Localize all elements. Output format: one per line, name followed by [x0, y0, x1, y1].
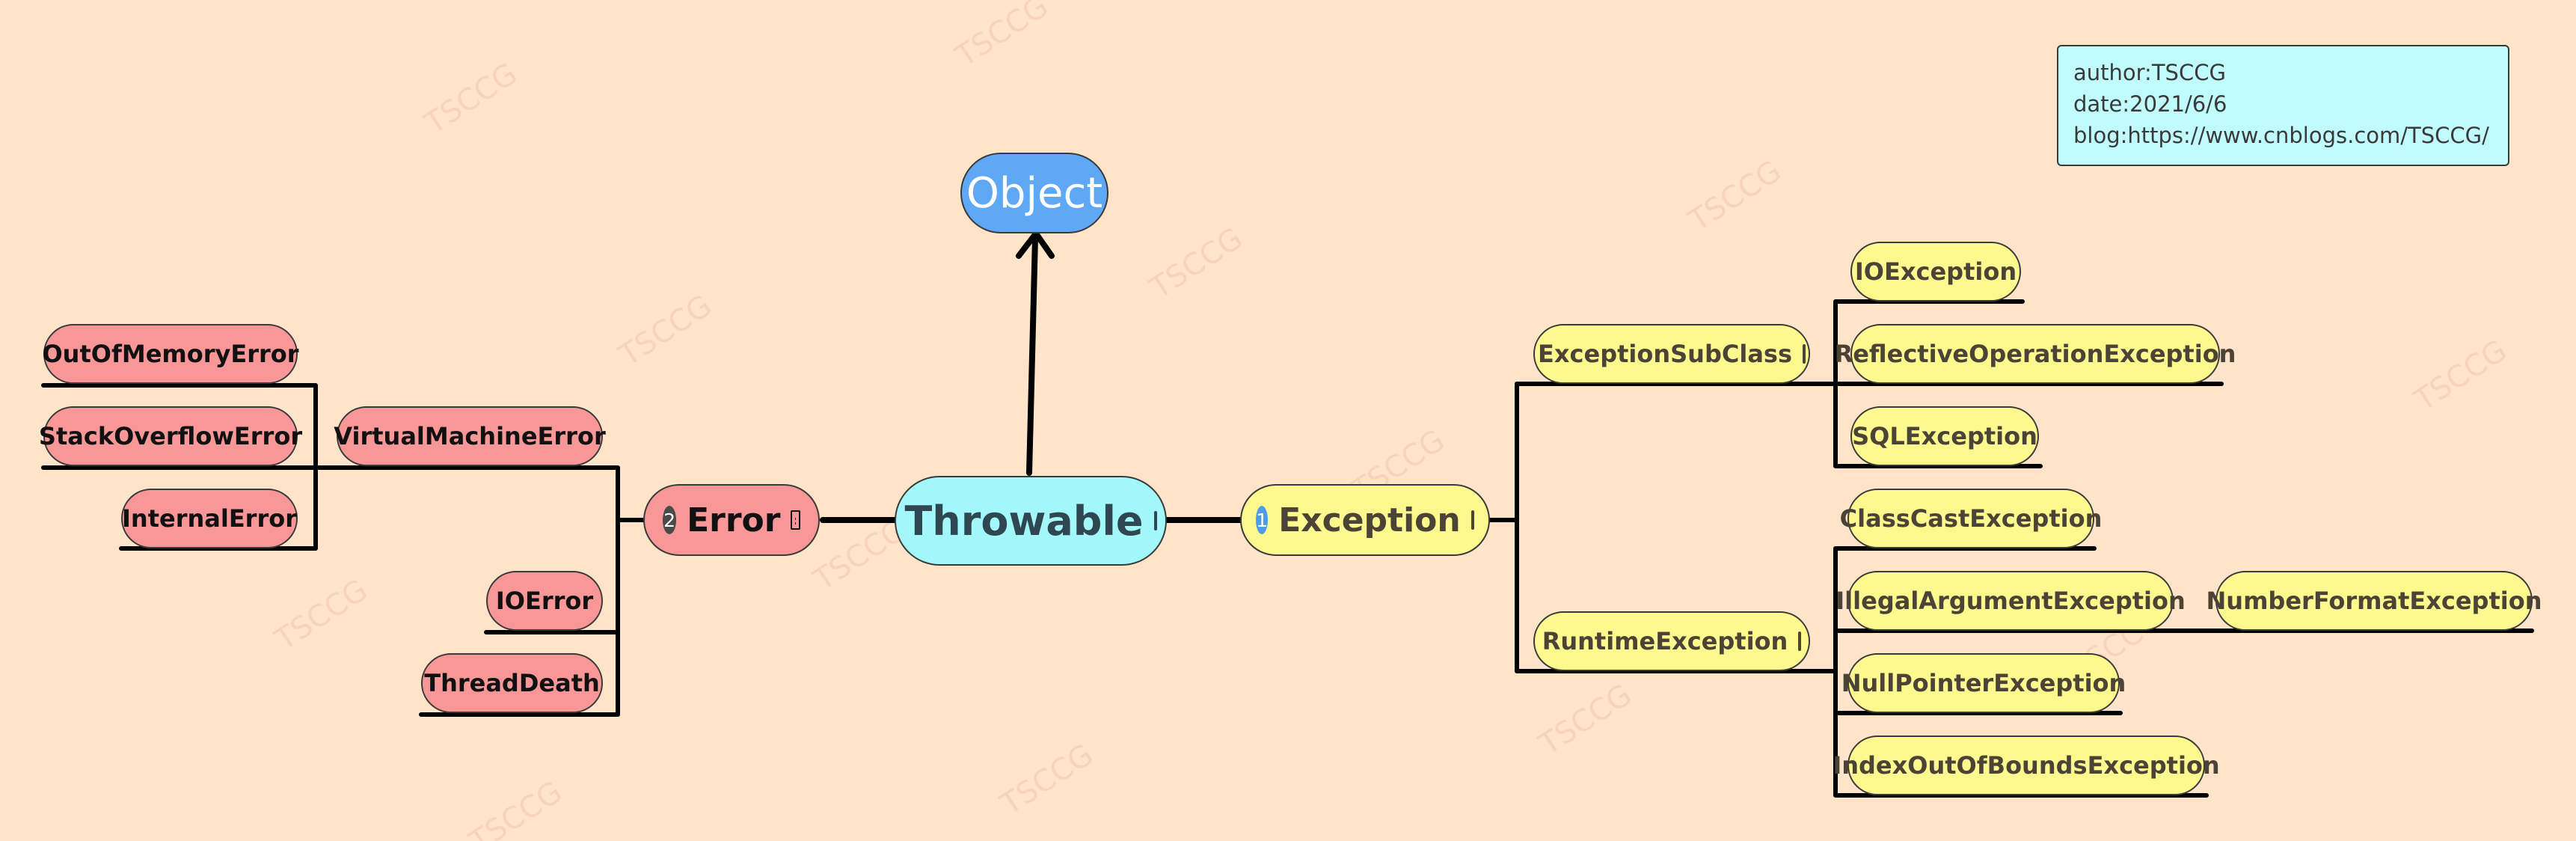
runtime-bracket: [1833, 546, 2534, 798]
object-arrow-shaft: [1026, 235, 1038, 476]
object-node[interactable]: Object: [960, 153, 1108, 233]
thread-death-node[interactable]: ThreadDeath: [421, 653, 603, 713]
io-exception-node[interactable]: IOException: [1850, 242, 2021, 302]
author-text: author:TSCCG: [2073, 60, 2226, 85]
error-bracket: [334, 465, 645, 717]
priority-2-icon: 2: [663, 506, 677, 534]
vme-bracket: [41, 383, 339, 551]
reflective-operation-exception-label: ReflectiveOperationException: [1834, 340, 2236, 368]
number-format-exception-label: NumberFormatException: [2206, 587, 2542, 615]
stack-overflow-error-label: StackOverflowError: [38, 422, 303, 450]
note-icon[interactable]: [1798, 631, 1802, 651]
virtual-machine-error-label: VirtualMachineError: [334, 422, 606, 450]
null-pointer-exception-label: NullPointerException: [1841, 669, 2126, 697]
stack-overflow-error-node[interactable]: StackOverflowError: [39, 406, 302, 466]
exception-subclass-label: ExceptionSubClass: [1538, 340, 1792, 368]
number-format-exception-node[interactable]: NumberFormatException: [2207, 571, 2542, 631]
internal-error-label: InternalError: [122, 504, 297, 533]
exception-label: Exception: [1278, 501, 1461, 539]
io-error-label: IOError: [495, 587, 594, 615]
thread-death-label: ThreadDeath: [424, 669, 600, 697]
class-cast-exception-label: ClassCastException: [1839, 504, 2103, 533]
note-icon[interactable]: [1153, 511, 1157, 530]
exception-bracket: [1488, 382, 1835, 673]
runtime-exception-label: RuntimeException: [1542, 627, 1788, 655]
note-icon[interactable]: [1803, 344, 1806, 364]
virtual-machine-error-node[interactable]: VirtualMachineError: [334, 406, 606, 466]
info-note-box[interactable]: author:TSCCG date:2021/6/6 blog:https://…: [2057, 45, 2509, 166]
index-out-of-bounds-exception-label: IndexOutOfBoundsException: [1833, 751, 2220, 780]
subclass-bracket: [1833, 299, 2224, 468]
io-error-node[interactable]: IOError: [486, 571, 603, 631]
index-out-of-bounds-exception-node[interactable]: IndexOutOfBoundsException: [1833, 736, 2220, 795]
error-label: Error: [687, 501, 781, 539]
sql-exception-label: SQLException: [1852, 422, 2037, 450]
date-text: date:2021/6/6: [2073, 91, 2227, 117]
out-of-memory-error-label: OutOfMemoryError: [42, 340, 299, 368]
exception-node[interactable]: 1 Exception: [1240, 484, 1490, 556]
exception-subclass-node[interactable]: ExceptionSubClass: [1533, 324, 1810, 384]
throwable-label: Throwable: [904, 497, 1144, 545]
priority-1-icon: 1: [1256, 506, 1269, 534]
reflective-operation-exception-node[interactable]: ReflectiveOperationException: [1835, 324, 2236, 384]
null-pointer-exception-node[interactable]: NullPointerException: [1841, 653, 2126, 713]
note-icon[interactable]: [791, 510, 800, 530]
sql-exception-node[interactable]: SQLException: [1850, 406, 2039, 466]
note-icon[interactable]: [1471, 510, 1474, 530]
object-arrow-head: [1016, 230, 1055, 259]
io-exception-label: IOException: [1854, 257, 2017, 286]
object-label: Object: [966, 168, 1103, 218]
throwable-node[interactable]: Throwable: [895, 476, 1167, 566]
illegal-argument-exception-node[interactable]: IllegalArgumentException: [1836, 571, 2186, 631]
internal-error-node[interactable]: InternalError: [121, 489, 298, 548]
class-cast-exception-node[interactable]: ClassCastException: [1840, 489, 2102, 548]
runtime-exception-node[interactable]: RuntimeException: [1533, 611, 1810, 671]
out-of-memory-error-node[interactable]: OutOfMemoryError: [42, 324, 299, 384]
blog-text: blog:https://www.cnblogs.com/TSCCG/: [2073, 123, 2489, 148]
error-node[interactable]: 2 Error: [643, 484, 820, 556]
illegal-argument-exception-label: IllegalArgumentException: [1836, 587, 2186, 615]
